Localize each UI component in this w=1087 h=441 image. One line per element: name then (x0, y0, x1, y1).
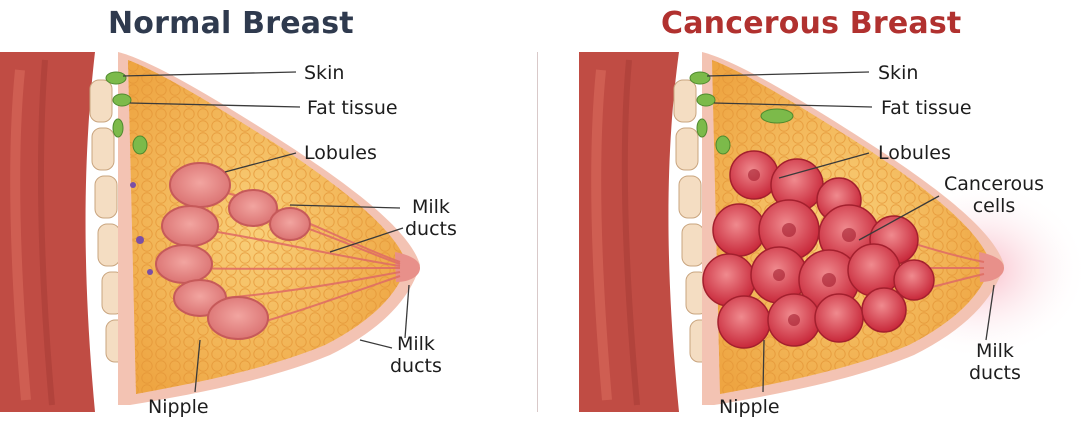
label-nipple: Nipple (719, 396, 780, 418)
label-lobules: Lobules (304, 142, 377, 164)
label-milk-ducts: Milk ducts (969, 340, 1021, 384)
label-nipple: Nipple (148, 396, 209, 418)
label-cancerous-cells: Cancerous cells (944, 173, 1044, 217)
label-lobules: Lobules (878, 142, 951, 164)
cancerous-breast-panel: Cancerous Breast (539, 0, 1087, 441)
label-milk-ducts-upper: Milk ducts (405, 196, 457, 240)
normal-breast-panel: Normal Breast (0, 0, 537, 441)
label-skin: Skin (878, 62, 918, 84)
label-skin: Skin (304, 62, 344, 84)
label-fat-tissue: Fat tissue (307, 97, 398, 119)
label-fat-tissue: Fat tissue (881, 97, 972, 119)
label-milk-ducts-lower: Milk ducts (390, 333, 442, 377)
panel-divider (537, 52, 538, 412)
